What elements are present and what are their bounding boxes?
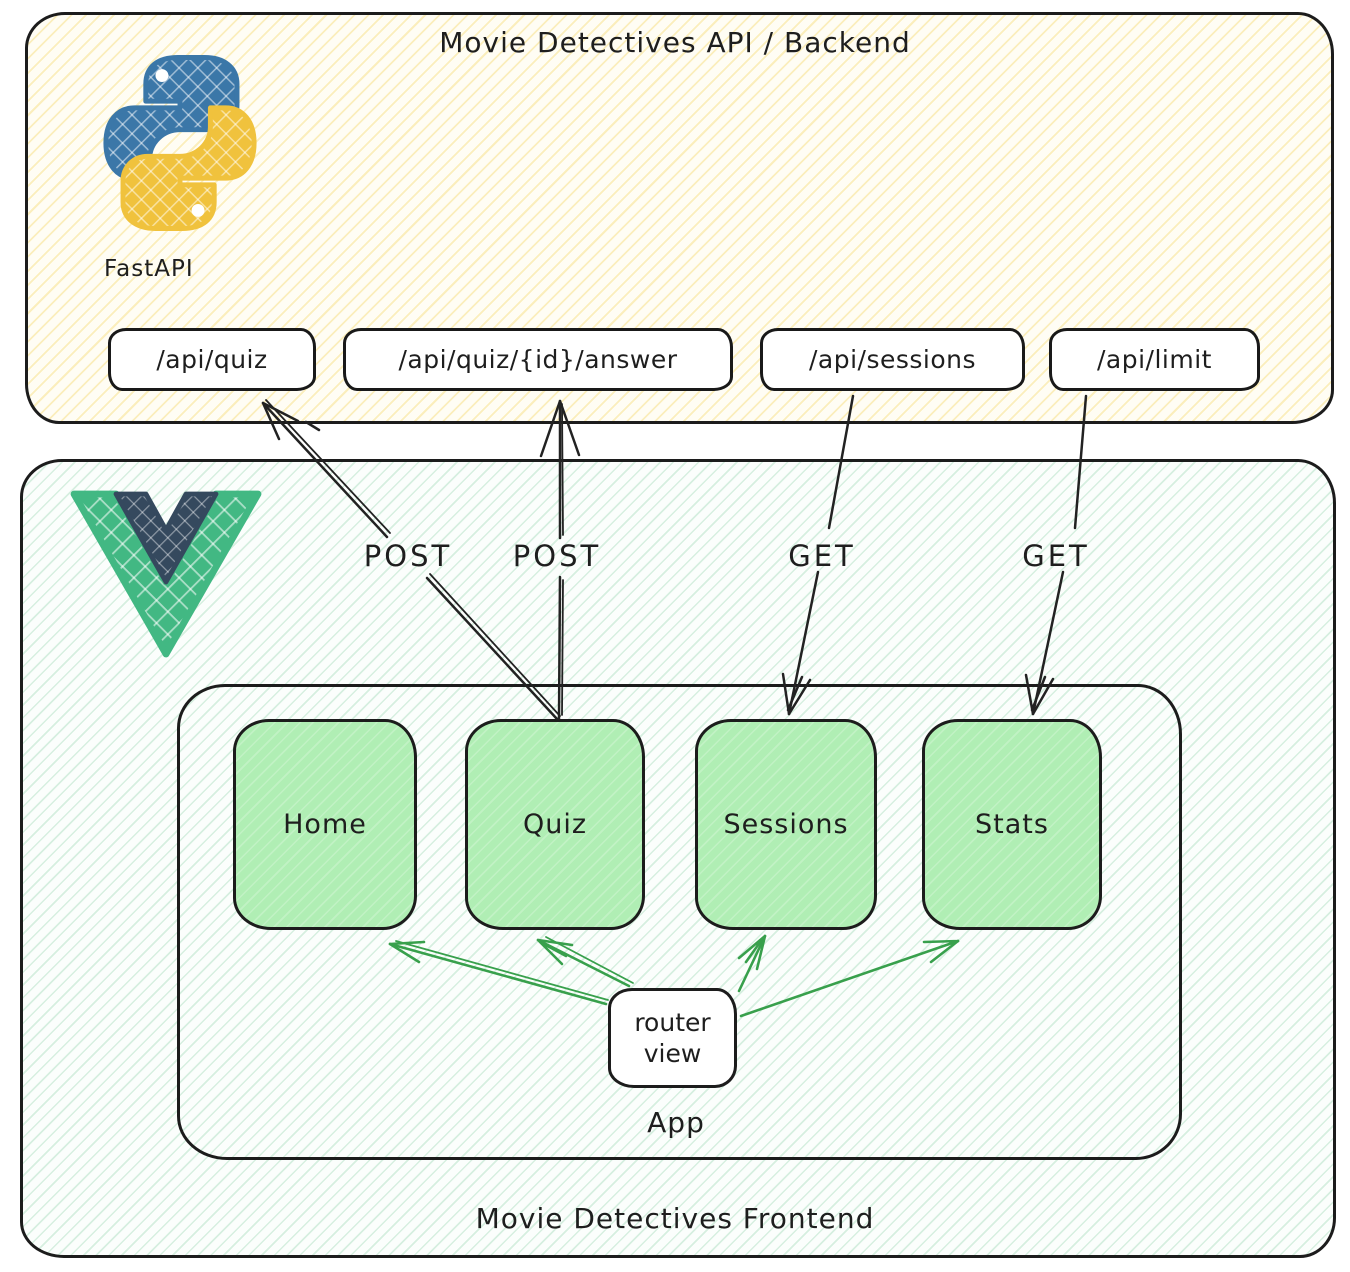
endpoint-api-quiz-id-answer: /api/quiz/{id}/answer: [343, 328, 733, 391]
endpoint-api-sessions: /api/sessions: [760, 328, 1025, 391]
endpoint-label: /api/quiz/{id}/answer: [398, 345, 678, 374]
view-stats: Stats: [922, 719, 1102, 930]
fastapi-label: FastAPI: [104, 256, 194, 282]
router-view-label-line2: view: [643, 1039, 702, 1068]
app-container: [177, 684, 1182, 1160]
vue-icon: [70, 490, 262, 658]
view-label: Home: [283, 809, 367, 840]
router-view-label-line1: router: [634, 1007, 711, 1037]
view-sessions: Sessions: [695, 719, 877, 930]
backend-title: Movie Detectives API / Backend: [439, 26, 911, 59]
app-label: App: [647, 1106, 705, 1139]
endpoint-label: /api/sessions: [808, 345, 977, 374]
view-label: Stats: [975, 809, 1049, 840]
view-quiz: Quiz: [465, 719, 645, 930]
frontend-title: Movie Detectives Frontend: [475, 1202, 875, 1235]
router-view-node: router view: [608, 988, 737, 1088]
request-method-label-post-quiz: POST: [363, 539, 453, 573]
endpoint-label: /api/quiz: [156, 345, 268, 374]
request-method-label-get-sessions: GET: [788, 539, 856, 573]
view-home: Home: [233, 719, 417, 930]
endpoint-api-quiz: /api/quiz: [108, 328, 316, 391]
python-icon: [103, 55, 257, 231]
view-label: Quiz: [522, 809, 588, 840]
view-label: Sessions: [723, 809, 849, 840]
endpoint-label: /api/limit: [1097, 345, 1212, 374]
request-method-label-post-answer: POST: [512, 539, 602, 573]
request-method-label-get-limit: GET: [1022, 539, 1090, 573]
endpoint-api-limit: /api/limit: [1049, 328, 1260, 391]
